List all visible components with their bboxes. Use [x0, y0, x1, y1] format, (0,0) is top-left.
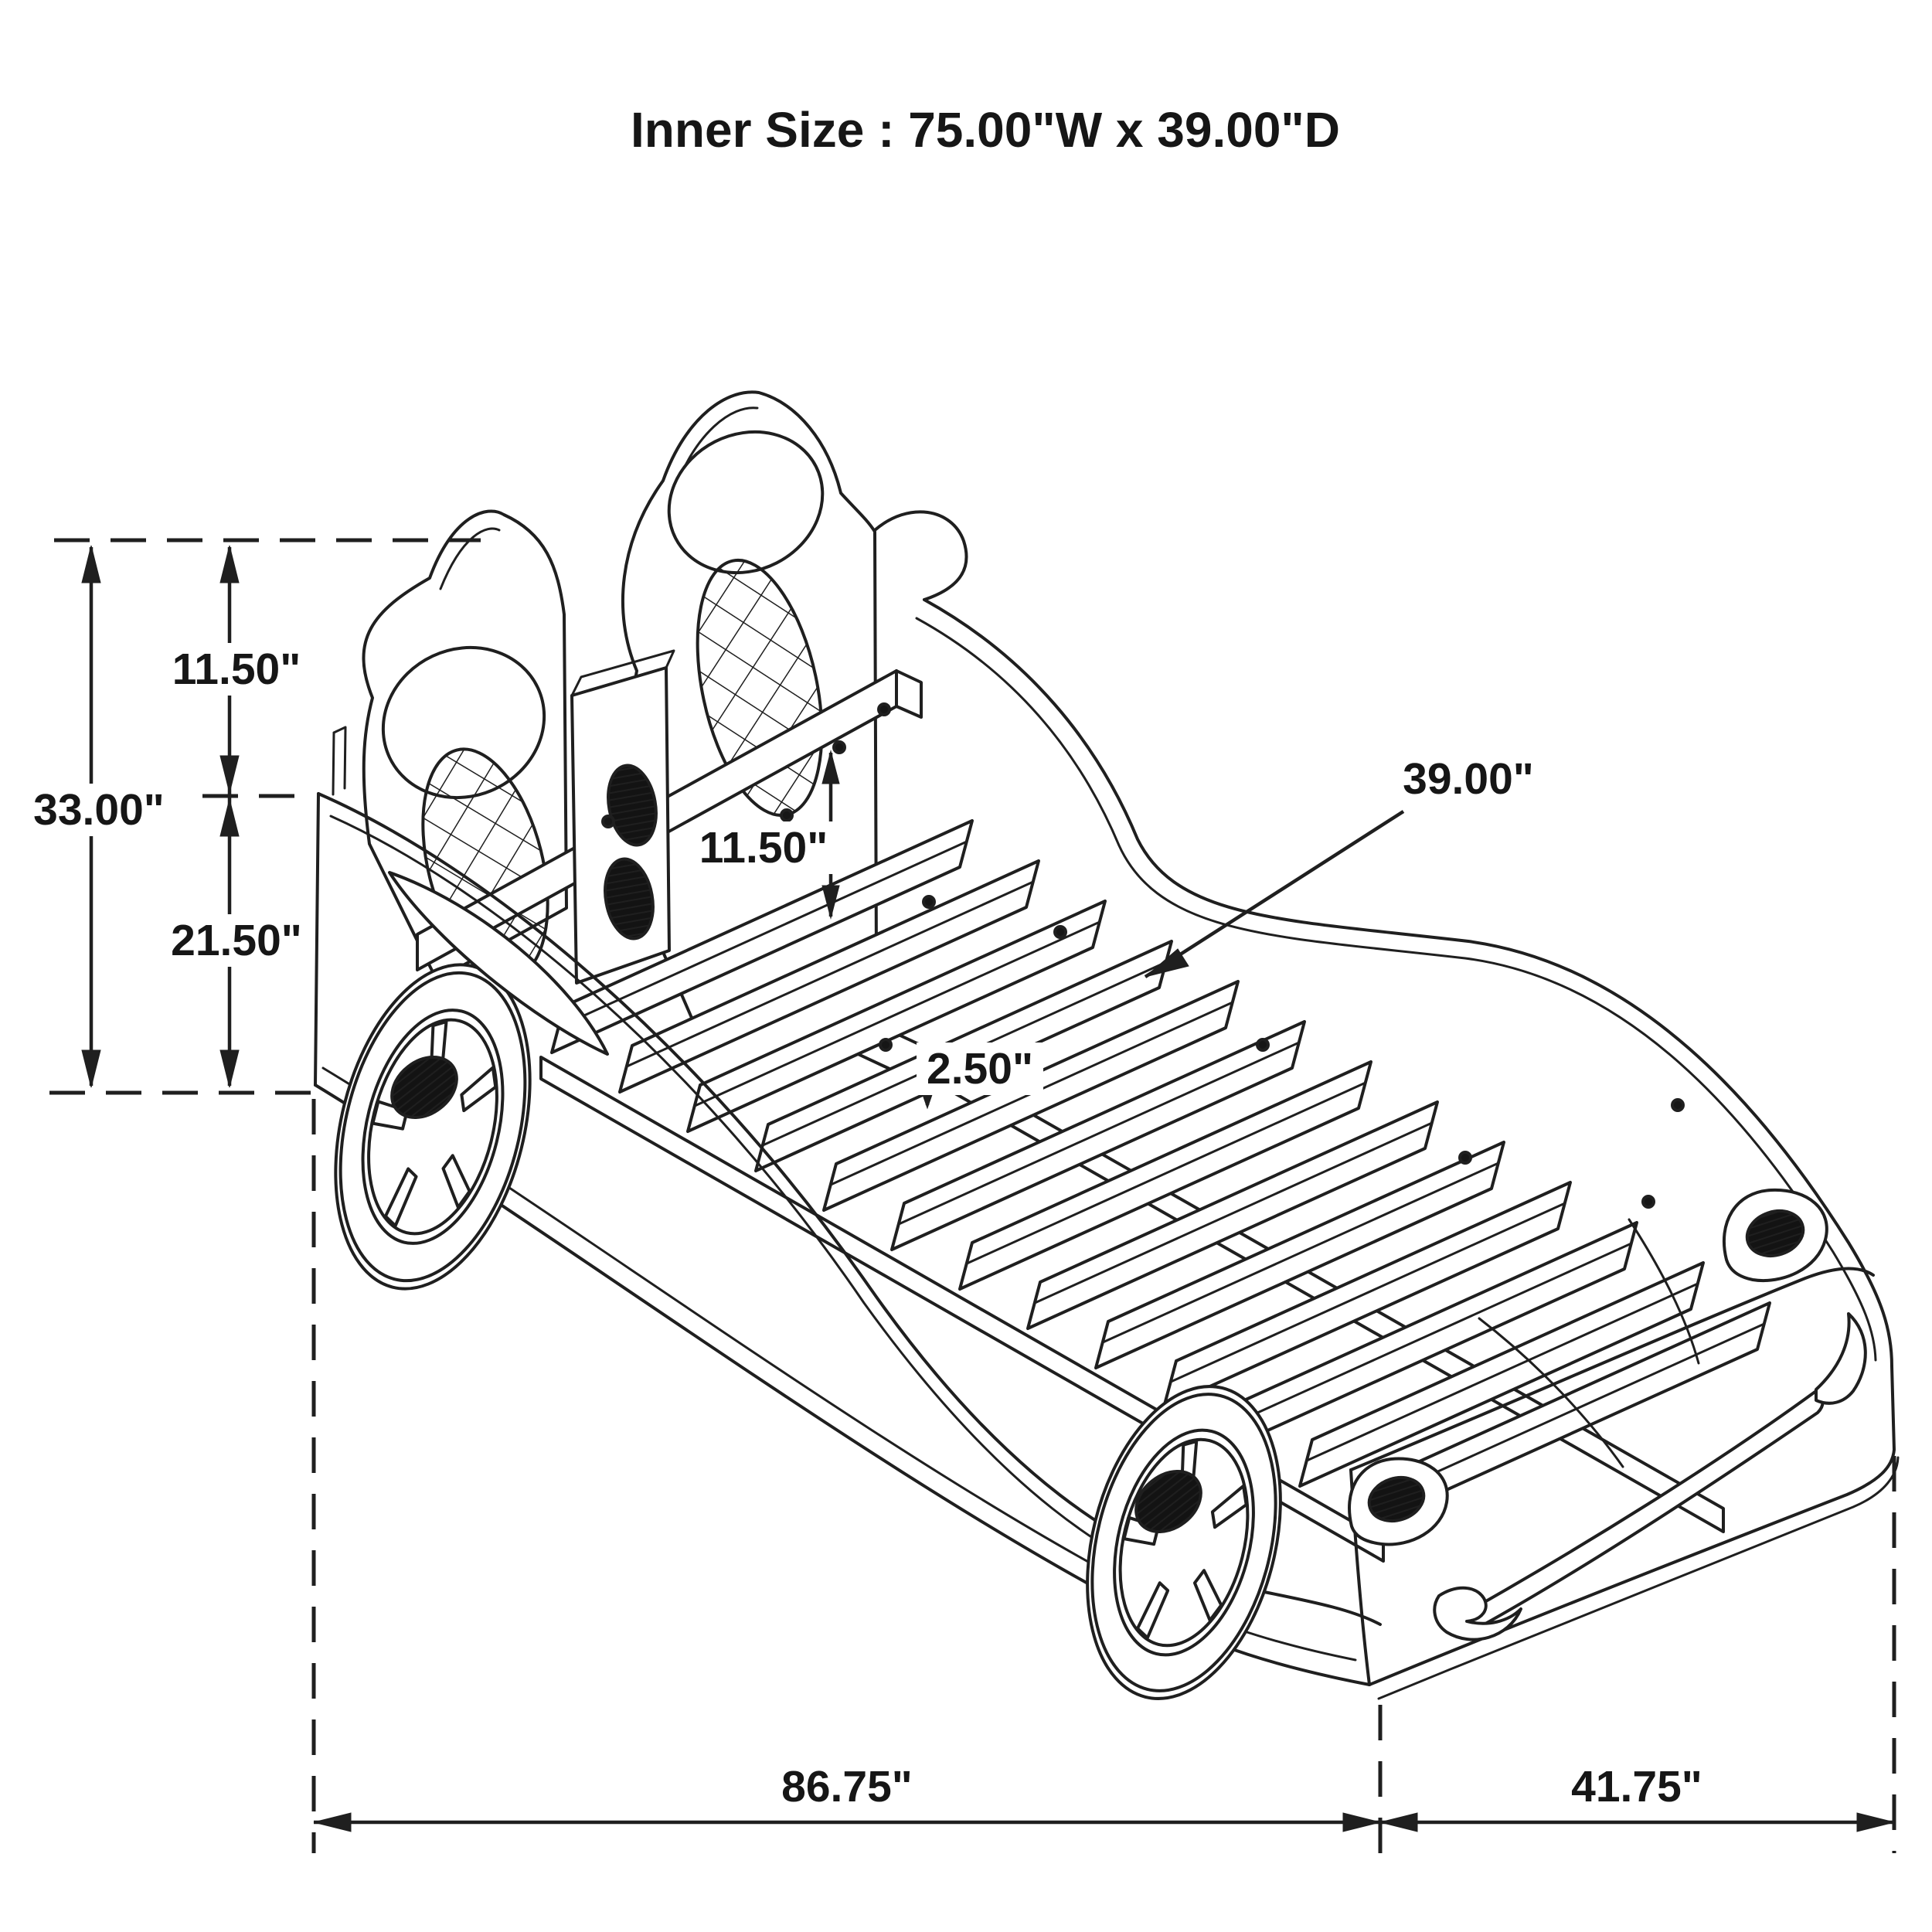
slat — [1026, 1100, 1439, 1330]
car-bed-line-art — [304, 390, 1900, 1719]
front-wheel-hub — [1134, 1470, 1202, 1533]
slat — [822, 980, 1240, 1212]
left-seat — [362, 509, 568, 981]
dimension-annotations: 33.00" 11.50" 21.50" 11.50" 39.00" 2.50"… — [28, 538, 1896, 1853]
slat — [1094, 1141, 1505, 1369]
bumper-swoosh — [1433, 1586, 1522, 1641]
center-console — [570, 649, 675, 985]
right-seat — [621, 390, 878, 1037]
slat — [686, 900, 1107, 1133]
slat — [550, 819, 974, 1054]
speaker-bottom — [604, 857, 655, 940]
label-base-height: 21.50" — [171, 916, 302, 965]
dimension-labels: 33.00" 11.50" 21.50" 11.50" 39.00" 2.50"… — [33, 645, 1702, 1811]
label-masks — [28, 643, 1043, 1095]
dashed-reference-lines — [49, 538, 1896, 1853]
right-seat-headrest — [667, 430, 825, 575]
slat — [1298, 1261, 1705, 1488]
slats — [550, 819, 1771, 1527]
leader-line-39 — [1144, 810, 1405, 978]
screw-dots — [601, 702, 1685, 1209]
front-wheel — [1057, 1366, 1311, 1719]
label-overall-length: 86.75" — [781, 1762, 913, 1811]
label-inner-width: 39.00" — [1403, 754, 1534, 804]
grille-hook — [1815, 1312, 1867, 1405]
label-headboard-inner: 11.50" — [699, 823, 828, 872]
grille — [1433, 1312, 1867, 1641]
slat — [618, 859, 1040, 1094]
label-headboard-upper: 11.50" — [172, 645, 301, 694]
arrowheads — [81, 545, 1895, 1832]
speaker-top — [607, 764, 658, 847]
rear-wheel — [304, 944, 562, 1309]
label-slat-thickness: 2.50" — [927, 1044, 1033, 1094]
rear-face-edges — [332, 726, 347, 796]
rear-wheel-hub — [390, 1056, 458, 1119]
slat — [958, 1060, 1372, 1291]
headlight-right — [1722, 1188, 1828, 1282]
hood-crease-right — [1628, 1218, 1700, 1365]
headlight-left — [1348, 1457, 1449, 1546]
label-overall-front-width: 41.75" — [1571, 1762, 1702, 1811]
page-title: Inner Size : 75.00"W x 39.00"D — [631, 102, 1340, 158]
slat — [890, 1020, 1306, 1251]
hood-crease-left — [1478, 1317, 1624, 1468]
label-overall-height: 33.00" — [33, 785, 165, 835]
right-side-board — [873, 510, 1893, 1368]
rear-fender-crease — [388, 871, 609, 1056]
slat — [1162, 1181, 1572, 1409]
